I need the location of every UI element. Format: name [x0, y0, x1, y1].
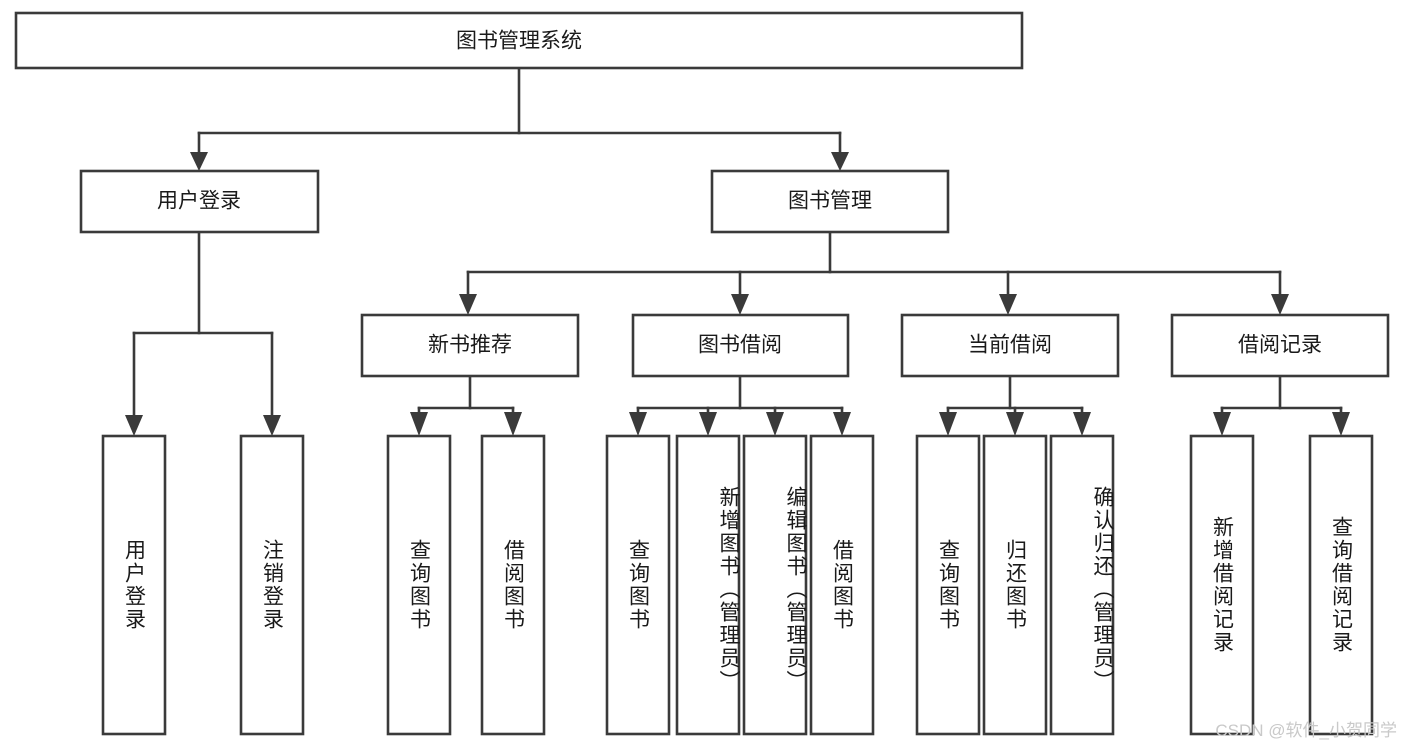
- node-book-management[interactable]: 图书管理: [710, 169, 950, 234]
- arrow-icon: [1271, 294, 1289, 315]
- arrow-icon: [1006, 412, 1024, 436]
- node-user-login-label: 用户登录: [157, 190, 241, 213]
- arrow-icon: [459, 294, 477, 315]
- node-leaf-bb-add-book-rect[interactable]: [675, 434, 741, 736]
- connector-userlogin-to-leaves: [125, 230, 281, 436]
- node-new-book-recommend[interactable]: 新书推荐: [360, 313, 580, 378]
- connector-bookmgmt-to-level2: [459, 230, 1289, 315]
- node-leaf-cb-query-book-rect[interactable]: [915, 434, 981, 736]
- node-leaf-bb-edit-book-rect[interactable]: [742, 434, 808, 736]
- arrow-icon: [939, 412, 957, 436]
- arrow-icon: [125, 415, 143, 436]
- connector-borrowrecord-to-leaves: [1213, 374, 1350, 436]
- arrow-icon: [699, 412, 717, 436]
- node-user-login[interactable]: 用户登录: [79, 169, 320, 234]
- node-book-borrow[interactable]: 图书借阅: [631, 313, 850, 378]
- connector-currentborrow-to-leaves: [939, 374, 1091, 436]
- node-root[interactable]: 图书管理系统: [14, 11, 1024, 70]
- watermark-text: CSDN @软件_小贺同学: [1215, 721, 1397, 740]
- node-leaf-br-add-record-rect[interactable]: [1189, 434, 1255, 736]
- arrow-icon: [629, 412, 647, 436]
- node-book-management-rect[interactable]: [710, 169, 950, 234]
- node-root-label: 图书管理系统: [456, 30, 582, 53]
- arrow-icon: [833, 412, 851, 436]
- arrow-icon: [410, 412, 428, 436]
- node-user-login-rect[interactable]: [79, 169, 320, 234]
- node-borrow-record[interactable]: 借阅记录: [1170, 313, 1390, 378]
- node-leaf-bb-borrow-book-rect[interactable]: [809, 434, 875, 736]
- arrow-icon: [1213, 412, 1231, 436]
- node-leaf-nb-query-book-rect[interactable]: [386, 434, 452, 736]
- node-book-borrow-rect[interactable]: [631, 313, 850, 378]
- connector-root-to-level1: [190, 66, 849, 171]
- node-book-management-label: 图书管理: [788, 190, 872, 213]
- arrow-icon: [731, 294, 749, 315]
- arrow-icon: [766, 412, 784, 436]
- node-new-book-recommend-rect[interactable]: [360, 313, 580, 378]
- arrow-icon: [1332, 412, 1350, 436]
- arrow-icon: [190, 152, 208, 171]
- node-current-borrow-label: 当前借阅: [968, 334, 1052, 357]
- node-leaf-cb-return-book-rect[interactable]: [982, 434, 1048, 736]
- node-new-book-recommend-label: 新书推荐: [428, 334, 512, 357]
- arrow-icon: [999, 294, 1017, 315]
- arrow-icon: [263, 415, 281, 436]
- node-leaf-br-query-record-rect[interactable]: [1308, 434, 1374, 736]
- node-book-borrow-label: 图书借阅: [698, 334, 782, 357]
- node-leaf-bb-query-book-rect[interactable]: [605, 434, 671, 736]
- node-leaf-user-logout-rect[interactable]: [239, 434, 305, 736]
- node-root-rect[interactable]: [14, 11, 1024, 70]
- connector-newbook-to-leaves: [410, 374, 522, 436]
- node-leaf-user-login-rect[interactable]: [101, 434, 167, 736]
- connector-bookborrow-to-leaves: [629, 374, 851, 436]
- arrow-icon: [504, 412, 522, 436]
- node-leaf-nb-borrow-book-rect[interactable]: [480, 434, 546, 736]
- node-borrow-record-label: 借阅记录: [1238, 334, 1322, 357]
- node-current-borrow-rect[interactable]: [900, 313, 1120, 378]
- node-leaf-cb-confirm-return-rect[interactable]: [1049, 434, 1115, 736]
- node-current-borrow[interactable]: 当前借阅: [900, 313, 1120, 378]
- arrow-icon: [1073, 412, 1091, 436]
- arrow-icon: [831, 152, 849, 171]
- node-borrow-record-rect[interactable]: [1170, 313, 1390, 378]
